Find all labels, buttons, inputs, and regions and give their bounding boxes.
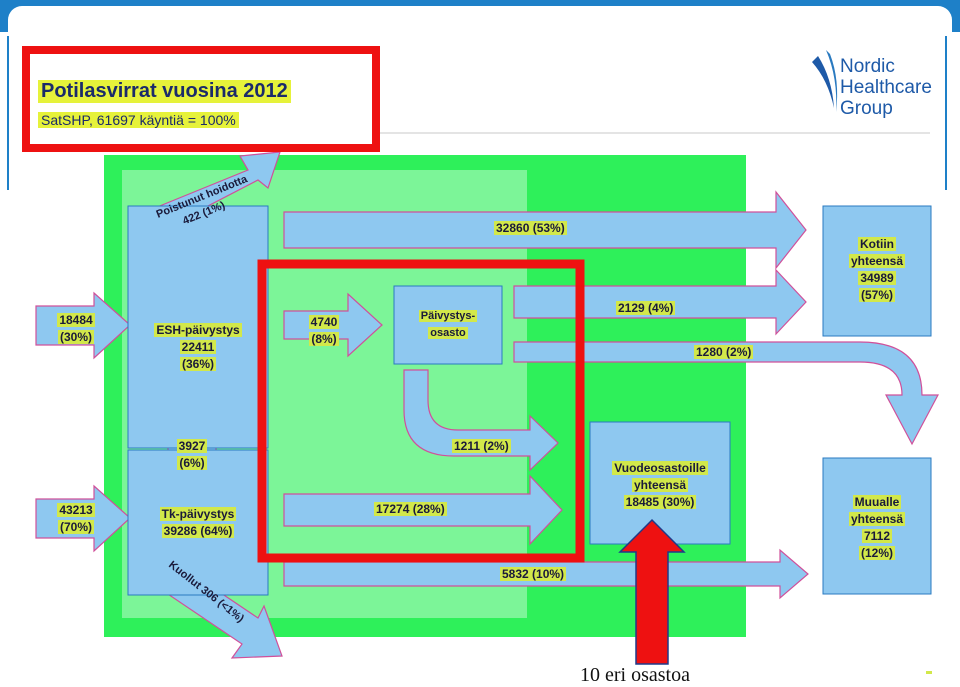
in-esh-count: 18484 <box>57 313 95 327</box>
tk-text: Tk-päivystys 39286 (64%) <box>128 506 268 540</box>
label-paiv-muualle: 1280 (2%) <box>694 345 754 359</box>
in-tk-pct: (70%) <box>57 520 94 534</box>
muualle-line2: yhteensä <box>848 512 906 526</box>
in-esh-label: 18484 (30%) <box>40 312 112 346</box>
paivystys-line2: osasto <box>428 327 468 339</box>
esh-name: ESH-päivystys <box>154 323 242 337</box>
label-paiv-vuode: 1211 (2%) <box>452 439 511 453</box>
tk-count: 39286 (64%) <box>161 524 235 538</box>
esh-pct: (36%) <box>179 357 216 371</box>
slide-top <box>8 6 952 36</box>
in-esh-pct: (30%) <box>57 330 94 344</box>
arrow-paiv-muualle <box>513 341 939 446</box>
label-kotiin-main: 32860 (53%) <box>494 221 567 235</box>
muualle-text: Muualle yhteensä 7112 (12%) <box>823 494 931 562</box>
in-tk-count: 43213 <box>57 503 95 517</box>
label-tk-muualle: 5832 (10%) <box>500 567 567 581</box>
kotiin-line4: (57%) <box>858 288 895 302</box>
in-tk-label: 43213 (70%) <box>40 502 112 536</box>
label-paiv-kotiin: 2129 (4%) <box>616 301 676 315</box>
vuode-text: Vuodeosastoille yhteensä 18485 (30%) <box>590 460 730 511</box>
kotiin-line3: 34989 <box>858 271 896 285</box>
arrow-paiv-vuode <box>403 369 559 472</box>
highlight-title-frame <box>22 46 380 152</box>
esh-paivystys-pct: (8%) <box>309 332 339 346</box>
logo-line1: Nordic <box>840 56 895 77</box>
paivystys-text: Päivystys- osasto <box>394 308 502 342</box>
vuode-line1: Vuodeosastoille <box>612 461 708 475</box>
corner-marker <box>926 671 932 674</box>
kotiin-text: Kotiin yhteensä 34989 (57%) <box>823 236 931 304</box>
tk-esh-count: 3927 <box>176 439 208 453</box>
muualle-line4: (12%) <box>858 546 895 560</box>
logo-line2: Healthcare <box>840 77 932 98</box>
paivystys-line1: Päivystys- <box>418 310 478 322</box>
page-title: Potilasvirrat vuosina 2012 <box>38 80 291 103</box>
tk-esh-pct: (6%) <box>177 456 207 470</box>
label-tk-vuode: 17274 (28%) <box>374 502 447 516</box>
tk-esh-label: 3927 (6%) <box>166 438 218 472</box>
caption: 10 eri osastoa <box>580 664 690 686</box>
highlight-paivystys-frame <box>257 259 585 563</box>
esh-paivystys-count: 4740 <box>308 315 340 329</box>
esh-paivystys-label: 4740 (8%) <box>292 314 356 348</box>
page-subtitle: SatSHP, 61697 käyntiä = 100% <box>38 112 239 128</box>
logo-mark <box>812 50 838 112</box>
red-up-arrow <box>618 518 686 665</box>
esh-text: ESH-päivystys 22411 (36%) <box>128 322 268 373</box>
vuode-line2: yhteensä <box>631 478 689 492</box>
kotiin-line2: yhteensä <box>848 254 906 268</box>
box-paivystysosasto <box>393 285 503 365</box>
vuode-line3: 18485 (30%) <box>623 495 697 509</box>
tk-name: Tk-päivystys <box>159 507 237 521</box>
box-tk-paivystys <box>127 449 269 596</box>
logo-line3: Group <box>840 98 893 119</box>
box-muualle <box>822 457 932 595</box>
muualle-line3: 7112 <box>861 529 893 543</box>
esh-count: 22411 <box>179 340 217 354</box>
arrow-in-tk <box>35 484 131 553</box>
muualle-line1: Muualle <box>852 495 902 509</box>
kotiin-line1: Kotiin <box>858 237 896 251</box>
